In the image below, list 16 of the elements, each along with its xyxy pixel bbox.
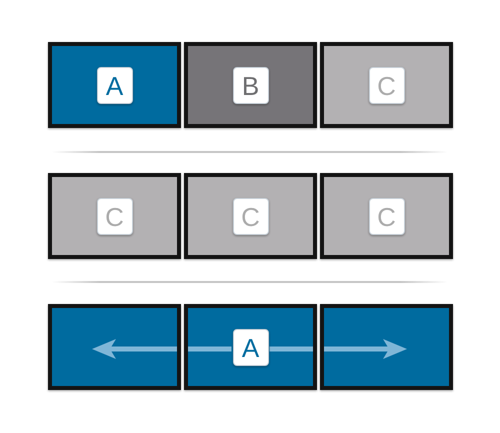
screen xyxy=(184,173,317,259)
letter-tile: C xyxy=(232,198,268,234)
screen xyxy=(48,173,181,259)
letter-tile: C xyxy=(96,198,132,234)
letter-tile: B xyxy=(232,66,268,104)
screen xyxy=(184,42,317,128)
letter-tile: A xyxy=(232,328,268,366)
screen xyxy=(48,42,181,128)
letter-tile: A xyxy=(96,66,132,104)
screen xyxy=(48,304,181,390)
screen xyxy=(184,304,317,390)
screen xyxy=(320,304,453,390)
screen xyxy=(320,173,453,259)
letter-tile: C xyxy=(368,198,404,234)
letter-tile: C xyxy=(368,66,404,104)
screen xyxy=(320,42,453,128)
